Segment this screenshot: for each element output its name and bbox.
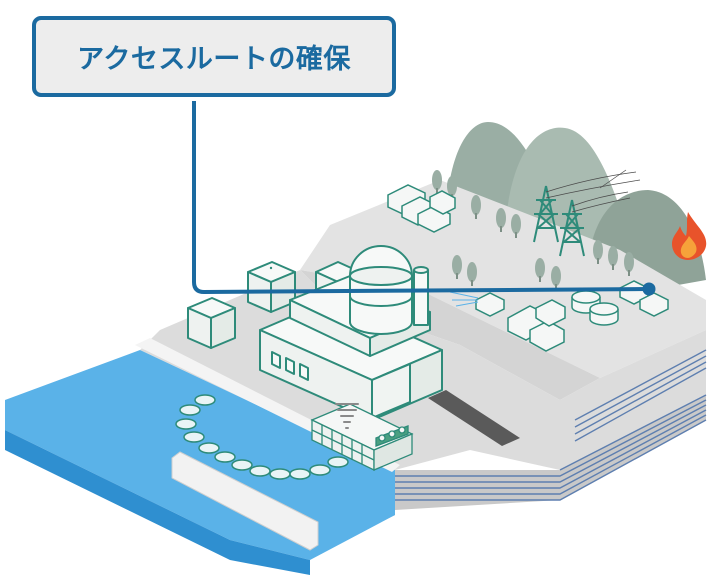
callout-box: アクセスルートの確保 <box>32 16 396 97</box>
access-route-endpoint <box>642 282 656 296</box>
water-spray <box>449 291 479 307</box>
oil-fence <box>175 394 349 480</box>
tower-right <box>559 199 585 257</box>
access-trench <box>428 390 520 446</box>
small-cube-center <box>247 261 296 313</box>
sea-water <box>5 350 395 560</box>
transmission-towers <box>533 169 641 257</box>
trees <box>432 170 634 290</box>
intake-equipment <box>310 403 414 472</box>
breakwater <box>171 451 319 551</box>
sea-front-face <box>5 400 310 575</box>
tower-left <box>533 185 559 243</box>
vehicles <box>387 184 669 352</box>
small-cube-left <box>187 297 236 349</box>
tornado-icon <box>335 403 359 429</box>
slab-strata <box>395 349 707 501</box>
plant-buildings <box>187 245 443 421</box>
annex <box>371 363 411 419</box>
fire-icon <box>672 212 707 260</box>
exhaust-stack <box>413 266 429 326</box>
slab-side-right <box>395 395 706 510</box>
tanks <box>571 290 619 326</box>
sea <box>5 338 400 575</box>
access-route-line <box>192 101 656 296</box>
callout-title: アクセスルートの確保 <box>77 44 351 75</box>
upper-plateau <box>300 180 706 378</box>
